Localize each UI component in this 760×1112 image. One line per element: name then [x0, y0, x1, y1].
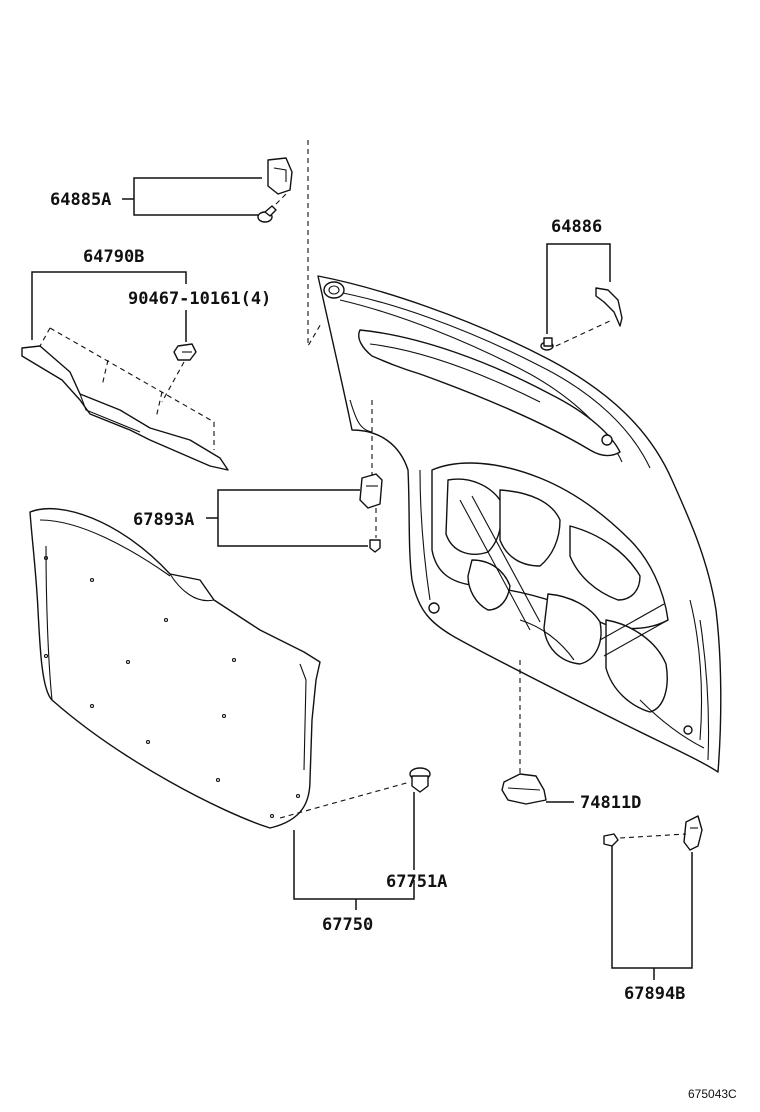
label-67751a: 67751A [386, 872, 447, 892]
diagram-code: 675043C [688, 1087, 737, 1101]
label-67893a: 67893A [133, 510, 194, 530]
guide-line-64885a [307, 140, 323, 349]
clip-90467 [161, 343, 197, 403]
leader-64886 [546, 243, 611, 334]
clip-67751a [409, 767, 431, 793]
leader-67894b [611, 846, 693, 969]
leader-64885a [133, 177, 262, 216]
label-67894b: 67894B [624, 984, 685, 1004]
part-64886 [540, 287, 623, 351]
part-67894b [603, 815, 703, 851]
label-64886: 64886 [551, 217, 602, 237]
part-74811d [501, 773, 547, 805]
trim-board-67750 [29, 508, 321, 829]
back-door-panel [317, 275, 722, 773]
leader-67893a [217, 489, 368, 547]
label-74811d: 74811D [580, 793, 641, 813]
part-67893a [359, 400, 383, 553]
leader-67750 [293, 830, 415, 900]
clip-64885a [257, 157, 293, 223]
label-64790b: 64790B [83, 247, 144, 267]
trim-strip-64790b [21, 327, 229, 471]
label-64885a: 64885A [50, 190, 111, 210]
guide-line-67751a [279, 781, 411, 819]
label-90467-10161: 90467-10161(4) [128, 289, 271, 309]
label-67750: 67750 [322, 915, 373, 935]
